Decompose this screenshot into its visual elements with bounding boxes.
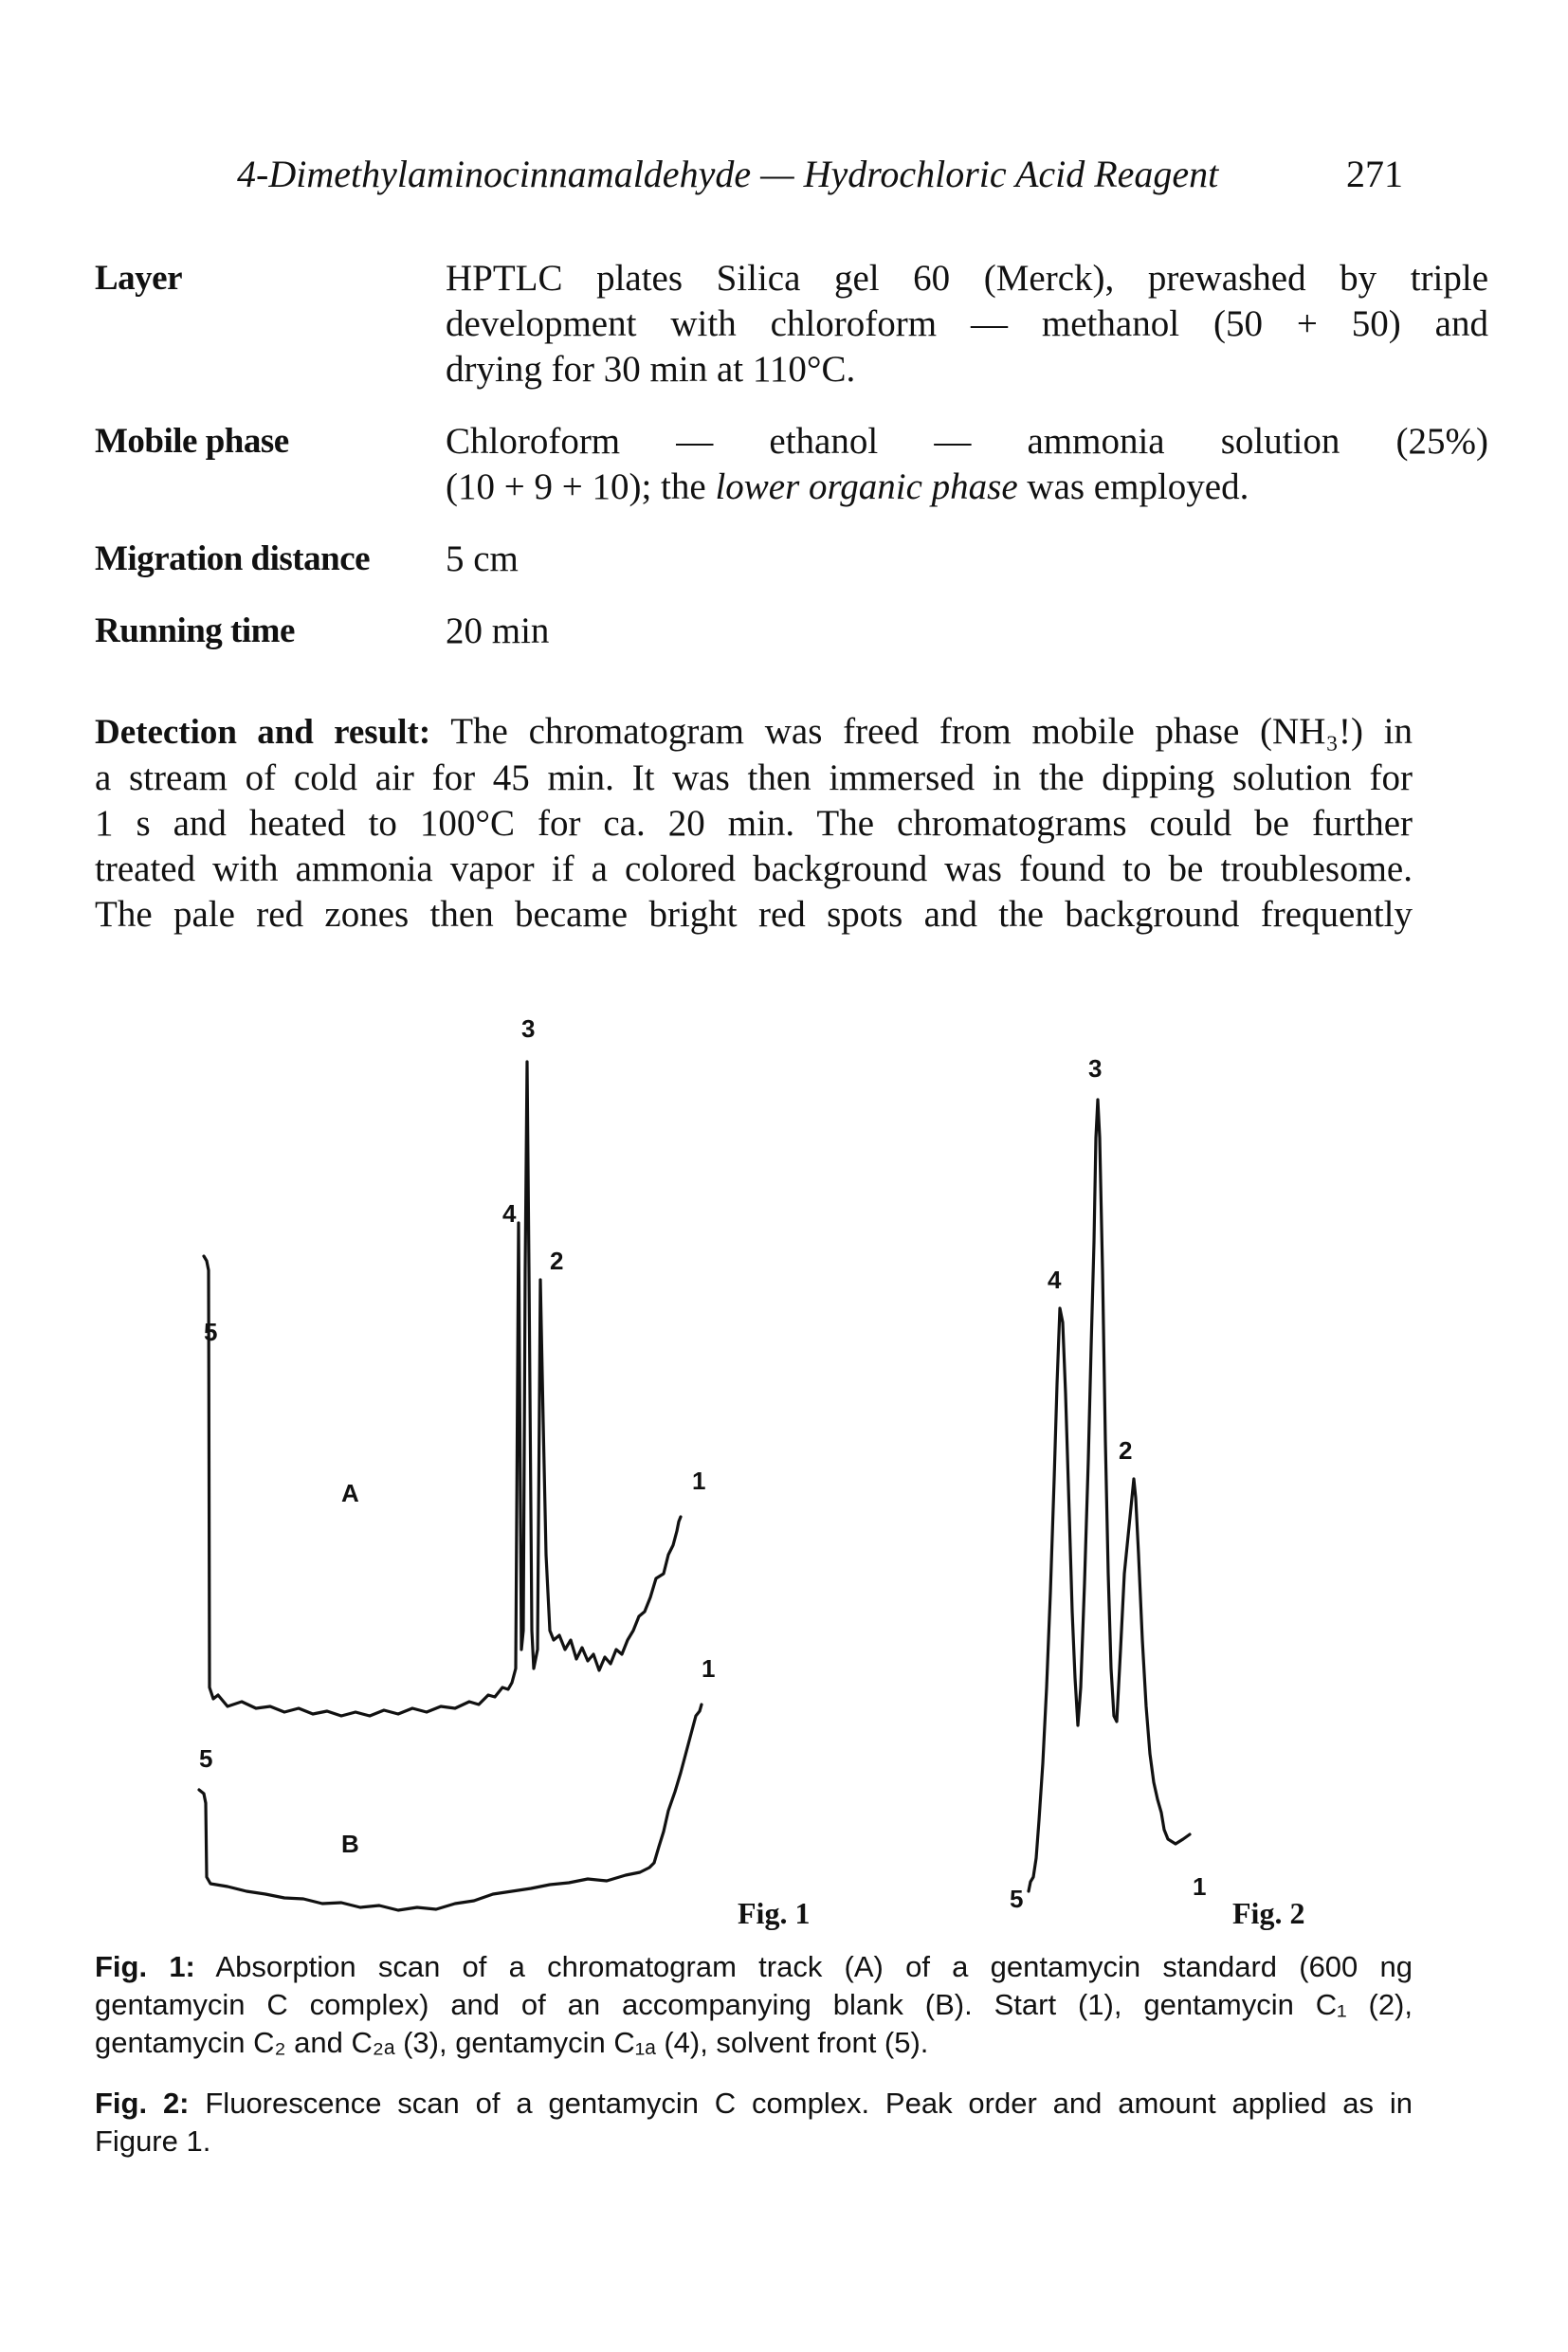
peak-label: 4 <box>502 1199 517 1228</box>
detection-heading: Detection and result: <box>95 713 431 752</box>
peak-label: 1 <box>692 1467 706 1495</box>
peak-label: 2 <box>1119 1436 1133 1465</box>
param-value: 5 cm <box>446 537 1488 582</box>
trace-label-b: B <box>341 1830 359 1858</box>
caption-heading: Fig. 2: <box>95 2087 190 2120</box>
peak-label: 2 <box>550 1247 564 1275</box>
param-line: 5 cm <box>446 538 519 579</box>
detection-line: a stream of cold air for 45 min. It was … <box>95 757 1413 798</box>
figure-area: 5 4 3 2 1 A 5 1 B Fig. 1 5 4 3 2 1 Fig. … <box>0 986 1568 1934</box>
param-running-time: Running time 20 min <box>95 609 1413 654</box>
detection-line: Detection and result: The chromatogram w… <box>95 709 1413 756</box>
param-mobile-phase: Mobile phase Chloroform — ethanol — ammo… <box>95 419 1488 510</box>
trace-fig2 <box>1027 1098 1192 1893</box>
caption-line: Fig. 1: Absorption scan of a chromatogra… <box>95 1948 1413 1986</box>
caption-heading: Fig. 1: <box>95 1950 195 1983</box>
caption-fig2: Fig. 2: Fluorescence scan of a gentamyci… <box>95 2085 1413 2161</box>
detection-text: The chromatogram was freed from mobile p… <box>450 711 1413 752</box>
param-label: Mobile phase <box>95 422 289 461</box>
peak-label: 3 <box>1088 1054 1103 1083</box>
param-line: HPTLC plates Silica gel 60 (Merck), prew… <box>446 258 1488 299</box>
trace-a <box>202 1060 683 1718</box>
caption-text: Fluorescence scan of a gentamycin C comp… <box>205 2087 1413 2120</box>
parameter-list: Layer HPTLC plates Silica gel 60 (Merck)… <box>95 256 1488 681</box>
detection-paragraph: Detection and result: The chromatogram w… <box>95 709 1413 938</box>
param-label: Migration distance <box>95 539 371 578</box>
param-value: 20 min <box>446 609 1488 654</box>
peak-label: 5 <box>204 1318 218 1346</box>
trace-label-a: A <box>341 1479 359 1507</box>
caption-line: gentamycin C₂ and C₂ₐ (3), gentamycin C₁… <box>95 2026 929 2059</box>
caption-line: Figure 1. <box>95 2124 211 2158</box>
figure-captions: Fig. 1: Absorption scan of a chromatogra… <box>95 1948 1413 2183</box>
param-line: development with chloroform — methanol (… <box>446 303 1488 344</box>
detection-line: treated with ammonia vapor if a colored … <box>95 848 1413 889</box>
param-label: Layer <box>95 259 183 298</box>
running-head: 4-Dimethylaminocinnamaldehyde — Hydrochl… <box>237 152 1403 209</box>
caption-text: Absorption scan of a chromatogram track … <box>215 1950 1413 1983</box>
param-value: Chloroform — ethanol — ammonia solution … <box>446 419 1488 510</box>
figure2-label: Fig. 2 <box>1232 1896 1305 1930</box>
caption-line: gentamycin C complex) and of an accompan… <box>95 1988 1413 2021</box>
param-line: 20 min <box>446 611 550 651</box>
figure1-label: Fig. 1 <box>738 1896 811 1930</box>
param-line: drying for 30 min at 110°C. <box>446 349 856 390</box>
peak-label: 4 <box>1048 1266 1062 1294</box>
peak-label: 1 <box>1193 1872 1207 1901</box>
peak-label: 5 <box>1010 1885 1024 1913</box>
detection-line: The pale red zones then became bright re… <box>95 894 1413 935</box>
param-value: HPTLC plates Silica gel 60 (Merck), prew… <box>446 256 1488 392</box>
peak-label: 5 <box>199 1744 213 1773</box>
param-line: Chloroform — ethanol — ammonia solution … <box>446 421 1488 462</box>
peak-label: 1 <box>702 1654 716 1683</box>
param-label: Running time <box>95 611 295 650</box>
param-text: was employed. <box>1017 466 1249 507</box>
trace-b <box>197 1703 703 1912</box>
caption-line: Fig. 2: Fluorescence scan of a gentamyci… <box>95 2085 1413 2123</box>
detection-line: 1 s and heated to 100°C for ca. 20 min. … <box>95 803 1413 844</box>
param-italic-text: lower organic phase <box>715 466 1018 507</box>
param-migration-distance: Migration distance 5 cm <box>95 537 1413 582</box>
peak-label: 3 <box>521 1014 536 1043</box>
chromatogram-figures <box>197 1060 1192 1912</box>
page-number: 271 <box>1346 153 1403 195</box>
param-line: (10 + 9 + 10); the lower organic phase w… <box>446 465 1488 510</box>
param-layer: Layer HPTLC plates Silica gel 60 (Merck)… <box>95 256 1488 392</box>
caption-fig1: Fig. 1: Absorption scan of a chromatogra… <box>95 1948 1413 2062</box>
running-head-title: 4-Dimethylaminocinnamaldehyde — Hydrochl… <box>237 153 1219 195</box>
param-text: (10 + 9 + 10); the <box>446 466 716 507</box>
